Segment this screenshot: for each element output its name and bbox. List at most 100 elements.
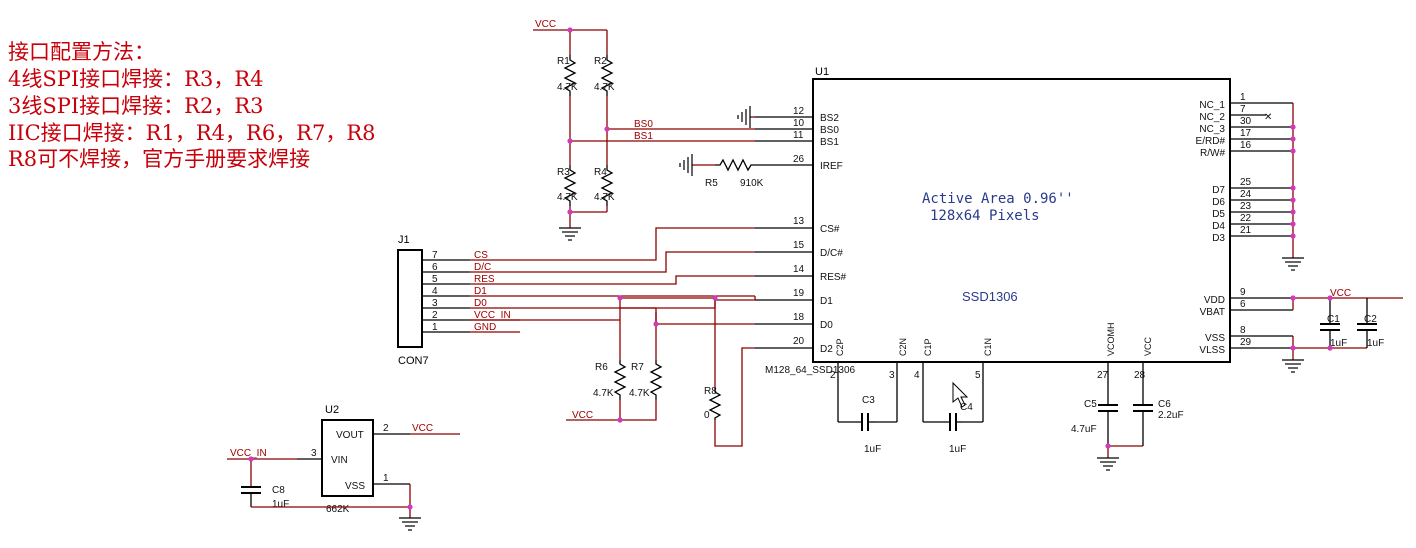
u1-pin-bs0: BS0: [820, 125, 839, 136]
j1-pin-lines: [422, 259, 470, 333]
r3-ref: R3: [557, 167, 570, 178]
resistor-r6: [613, 360, 627, 400]
u1-nc2-x-mark: ✕: [1264, 112, 1272, 123]
resistor-r1: [563, 55, 577, 96]
u1-pin-28-num: 28: [1134, 370, 1146, 381]
u1-pin-vcomh: VCOMH: [1106, 323, 1116, 357]
u1-pin-res: RES#: [820, 272, 847, 283]
j1-net-cs: CS: [474, 250, 488, 261]
ground-symbol-right-top: [1282, 257, 1304, 271]
u1-pin-18-num: 18: [793, 312, 805, 323]
c2-value: 1uF: [1367, 338, 1384, 349]
capacitor-c5: [1098, 404, 1118, 446]
c4-value: 1uF: [949, 444, 966, 455]
u1-pin-6-num: 6: [1240, 299, 1246, 310]
r6-ref: R6: [595, 362, 608, 373]
config-note-iic: IIC接口焊接：R1，R4，R6，R7，R8: [8, 121, 376, 145]
c5-ref: C5: [1084, 399, 1097, 410]
j1-body: [397, 249, 423, 348]
u1-pin-14-num: 14: [793, 264, 805, 275]
c6-ref: C6: [1158, 399, 1171, 410]
u1-pin-7-num: 7: [1240, 104, 1246, 115]
mouse-cursor-icon: C4: [952, 381, 973, 413]
u1-pin-d4: D4: [1212, 221, 1225, 232]
j1-pin-1-num: 1: [432, 322, 438, 333]
r3-value: 4.7K: [557, 192, 578, 203]
u2-part: 662K: [326, 504, 350, 515]
c5-value: 4.7uF: [1071, 424, 1097, 435]
u1-pin-13-num: 13: [793, 216, 805, 227]
u1-pin-5-num: 5: [975, 370, 981, 381]
u1-pixels: 128x64 Pixels: [930, 208, 1040, 224]
resistor-r8: [708, 388, 722, 420]
capacitor-c1: [1320, 298, 1340, 348]
u1-pin-26-num: 26: [793, 154, 805, 165]
r1-value: 4.7K: [557, 82, 578, 93]
ground-symbol-iref: [679, 154, 693, 176]
c6-value: 2.2uF: [1158, 410, 1184, 421]
u1-pin-25-num: 25: [1240, 177, 1252, 188]
r4-ref: R4: [594, 167, 607, 178]
u1-body: [812, 78, 1231, 363]
u1-pin-c2n: C2N: [898, 338, 908, 356]
j1-pin-2-num: 2: [432, 310, 438, 321]
j1-ref: J1: [398, 234, 410, 246]
ground-symbol-caps: [1097, 457, 1119, 471]
u1-pin-12-num: 12: [793, 106, 805, 117]
u1-pin-1-num: 1: [1240, 92, 1246, 103]
u1-pin-vbat: VBAT: [1200, 307, 1225, 318]
c1-ref: C1: [1327, 314, 1340, 325]
r8-value: 0: [704, 410, 710, 421]
c3-value: 1uF: [864, 444, 881, 455]
u1-pin-bs1: BS1: [820, 137, 839, 148]
u1-pin-bs2: BS2: [820, 113, 839, 124]
u1-pin-vdd: VDD: [1204, 295, 1225, 306]
vcc-net-pullups: [619, 400, 657, 421]
u1-pin-vcc: VCC: [1143, 336, 1153, 356]
u1-pin-d1: D1: [820, 296, 833, 307]
bs0-label: BS0: [634, 119, 653, 130]
u1-pin-c2p: C2P: [835, 338, 845, 356]
u1-pin-d5: D5: [1212, 209, 1225, 220]
u1-pin-vss: VSS: [1205, 333, 1225, 344]
u1-pin-21-num: 21: [1240, 225, 1252, 236]
j1-net-gnd: GND: [474, 322, 496, 333]
ground-symbol-bs: [559, 227, 581, 241]
u1-pin-22-num: 22: [1240, 213, 1252, 224]
u1-bottom-pins: [837, 362, 1144, 422]
j1-net-res: RES: [474, 274, 495, 285]
j1-net-d0: D0: [474, 298, 487, 309]
j1-nets: [470, 227, 756, 333]
ground-symbol-u2: [399, 517, 421, 531]
c8-ref: C8: [272, 485, 285, 496]
u1-pin-nc3: NC_3: [1199, 124, 1225, 135]
bs1-label: BS1: [634, 131, 653, 142]
u2-ref: U2: [325, 404, 339, 416]
j1-net-dc: D/C: [474, 262, 491, 273]
r2-value: 4.7K: [594, 82, 615, 93]
u1-pin-23-num: 23: [1240, 201, 1252, 212]
u1-pin-2-num: 2: [830, 370, 836, 381]
j1-part: CON7: [398, 355, 429, 367]
u1-pin-erd: E/RD#: [1196, 136, 1226, 147]
u1-pin-24-num: 24: [1240, 189, 1252, 200]
u1-pin-29-num: 29: [1240, 337, 1252, 348]
resistor-r2: [600, 55, 614, 96]
u2-pin-2-num: 2: [383, 423, 389, 434]
u1-right-pins: [1230, 102, 1293, 349]
u1-pin-20-num: 20: [793, 336, 805, 347]
r7-ref: R7: [631, 362, 644, 373]
u1-pin-16-num: 16: [1240, 140, 1252, 151]
u1-ref: U1: [815, 66, 829, 78]
u1-pin-iref: IREF: [820, 161, 843, 172]
j1-pin-6-num: 6: [432, 262, 438, 273]
u2-pin-vss: VSS: [345, 481, 365, 492]
config-note-4wire-spi: 4线SPI接口焊接：R3，R4: [8, 67, 264, 91]
u1-pin-d7: D7: [1212, 185, 1225, 196]
vcc-label-pullups: VCC: [572, 410, 593, 421]
c8-value: 1uF: [272, 499, 289, 510]
u1-pin-d6: D6: [1212, 197, 1225, 208]
u1-pin-8-num: 8: [1240, 325, 1246, 336]
config-note-3wire-spi: 3线SPI接口焊接：R2，R3: [8, 94, 264, 118]
